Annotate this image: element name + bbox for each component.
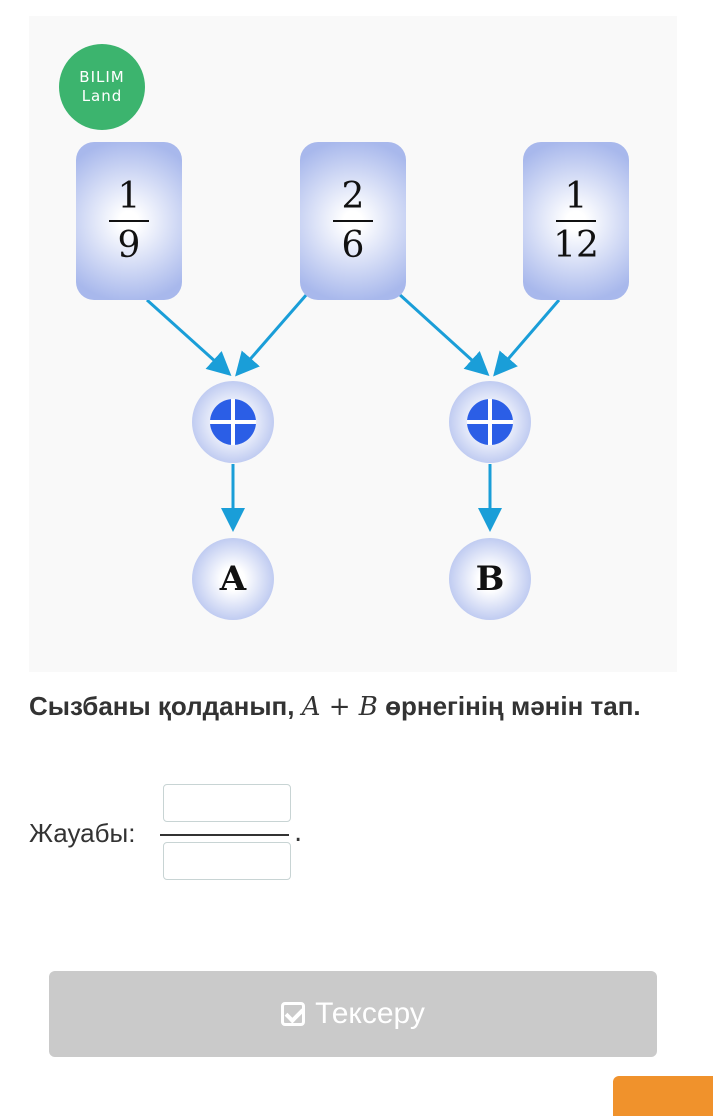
numerator: 1 [564,176,588,217]
question-part: Сызбаны қолданып, [29,691,302,721]
question-part: өрнегінің мәнін тап. [377,691,641,721]
period: . [294,818,303,848]
question-text: Сызбаны қолданып, A + B өрнегінің мәнін … [29,686,669,727]
result-a-node: A [192,538,274,620]
denominator: 12 [553,225,599,266]
plus-node [192,381,274,463]
fraction-bar [160,834,289,836]
checkbox-icon [281,1002,306,1026]
question-math: A + B [301,692,378,722]
arrow [145,298,232,377]
orange-floating-button[interactable] [613,1076,713,1116]
numerator: 2 [341,176,365,217]
check-button-label: Тексеру [315,997,425,1030]
plus-node [449,381,531,463]
denominator: 6 [341,225,365,266]
check-button[interactable]: Тексеру [49,971,657,1057]
denominator: 9 [117,225,141,266]
numerator: 1 [117,176,141,217]
arrow [493,299,561,377]
answer-label: Жауабы: [29,818,136,848]
arrows [145,292,561,532]
result-label: A [219,559,247,599]
numerator-input[interactable] [163,784,291,822]
plus-icon [210,399,256,445]
denominator-input[interactable] [163,842,291,880]
result-b-node: B [449,538,531,620]
arrow [397,292,490,377]
arrow [235,293,309,377]
logo-text: BILIM [79,68,125,86]
result-label: B [475,559,505,599]
logo-text: Land [81,87,123,105]
plus-icon [467,399,513,445]
